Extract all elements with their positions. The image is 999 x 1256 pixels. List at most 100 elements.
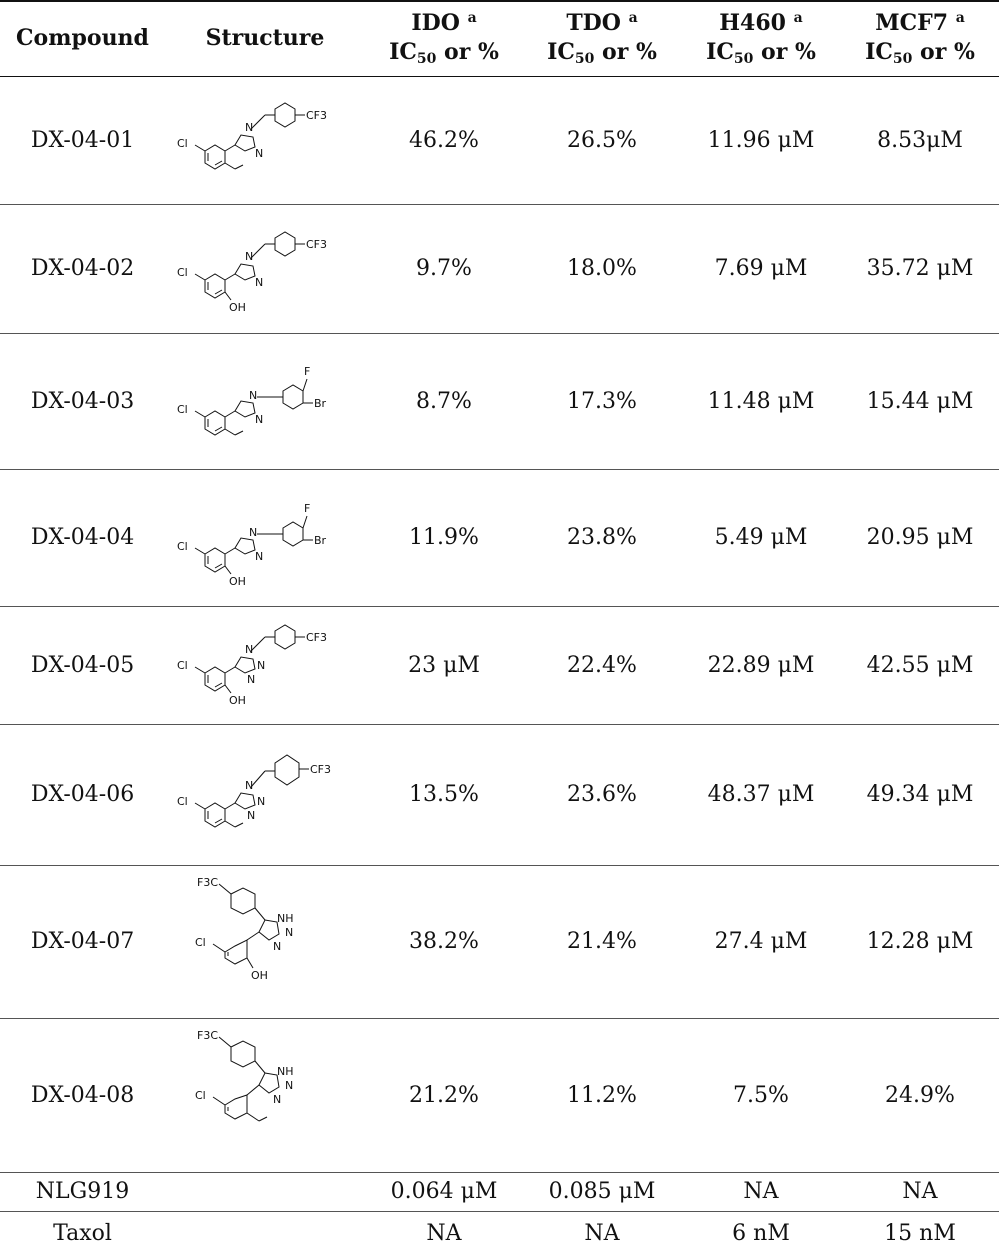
- compound-name: DX-04-02: [0, 204, 165, 334]
- mcf7-value: 15.44 μM: [841, 333, 999, 470]
- svg-text:N: N: [285, 1079, 293, 1092]
- svg-text:N: N: [255, 413, 263, 426]
- mcf7-value: 8.53μM: [841, 76, 999, 205]
- svg-text:N: N: [245, 779, 253, 792]
- svg-text:N: N: [255, 550, 263, 563]
- header-compound: Compound: [0, 0, 165, 77]
- tdo-value: 17.3%: [523, 333, 681, 470]
- compound-name: DX-04-04: [0, 469, 165, 607]
- h460-value: 22.89 μM: [681, 606, 841, 725]
- table-row: DX-04-08 F3C NH N N Cl: [0, 1018, 999, 1173]
- table-row: DX-04-03 Cl N N F: [0, 333, 999, 470]
- svg-text:N: N: [247, 673, 255, 686]
- structure-drawing: F3C NH N N Cl: [165, 1018, 365, 1173]
- table-row: DX-04-05 Cl OH N N N: [0, 606, 999, 725]
- svg-text:N: N: [257, 795, 265, 808]
- header-ido: IDO a IC50 or %: [365, 0, 523, 77]
- ido-value: 11.9%: [365, 469, 523, 607]
- header-mcf7: MCF7 a IC50 or %: [841, 0, 999, 77]
- svg-text:F3C: F3C: [197, 876, 218, 889]
- tdo-value: 23.6%: [523, 724, 681, 866]
- compound-name: NLG919: [0, 1172, 165, 1212]
- svg-text:Cl: Cl: [177, 540, 188, 553]
- mcf7-value: 35.72 μM: [841, 204, 999, 334]
- structure-drawing: Cl OH N N F Br: [165, 469, 365, 607]
- structure-drawing: Cl OH N N CF3: [165, 204, 365, 334]
- tdo-value: 21.4%: [523, 865, 681, 1019]
- header-h460: H460 a IC50 or %: [681, 0, 841, 77]
- svg-text:Br: Br: [314, 534, 327, 547]
- svg-text:CF3: CF3: [306, 238, 327, 251]
- ido-value: 46.2%: [365, 76, 523, 205]
- h460-value: 7.5%: [681, 1018, 841, 1173]
- tdo-value: 22.4%: [523, 606, 681, 725]
- mcf7-value: NA: [841, 1172, 999, 1212]
- svg-text:OH: OH: [229, 575, 246, 588]
- structure-drawing: Cl N N CF3: [165, 76, 365, 205]
- mcf7-value: 20.95 μM: [841, 469, 999, 607]
- svg-text:N: N: [249, 526, 257, 539]
- compound-name: DX-04-03: [0, 333, 165, 470]
- ido-value: 23 μM: [365, 606, 523, 725]
- structure-drawing: Cl N N F Br: [165, 333, 365, 470]
- svg-text:N: N: [255, 276, 263, 289]
- svg-text:N: N: [245, 250, 253, 263]
- table-row: DX-04-02 Cl OH N N CF3: [0, 204, 999, 334]
- tdo-value: 23.8%: [523, 469, 681, 607]
- mcf7-value: 24.9%: [841, 1018, 999, 1173]
- h460-value: 11.48 μM: [681, 333, 841, 470]
- h460-value: 11.96 μM: [681, 76, 841, 205]
- tdo-value: 18.0%: [523, 204, 681, 334]
- mcf7-value: 12.28 μM: [841, 865, 999, 1019]
- compound-name: DX-04-07: [0, 865, 165, 1019]
- svg-text:CF3: CF3: [310, 763, 331, 776]
- mcf7-value: 42.55 μM: [841, 606, 999, 725]
- svg-text:Cl: Cl: [177, 137, 188, 150]
- svg-text:N: N: [273, 1093, 281, 1106]
- svg-text:Cl: Cl: [195, 1089, 206, 1102]
- svg-text:OH: OH: [229, 694, 246, 707]
- structure-drawing: Cl OH N N N CF3: [165, 606, 365, 725]
- svg-text:N: N: [285, 926, 293, 939]
- ido-value: 0.064 μM: [365, 1172, 523, 1212]
- h460-value: NA: [681, 1172, 841, 1212]
- svg-text:CF3: CF3: [306, 631, 327, 644]
- ido-value: 13.5%: [365, 724, 523, 866]
- h460-value: 27.4 μM: [681, 865, 841, 1019]
- table-row: DX-04-04 Cl OH N N F: [0, 469, 999, 607]
- svg-text:OH: OH: [229, 301, 246, 314]
- ido-value: 9.7%: [365, 204, 523, 334]
- svg-text:N: N: [245, 643, 253, 656]
- svg-text:N: N: [245, 121, 253, 134]
- h460-value: 48.37 μM: [681, 724, 841, 866]
- ido-value: 38.2%: [365, 865, 523, 1019]
- h460-value: 7.69 μM: [681, 204, 841, 334]
- svg-text:CF3: CF3: [306, 109, 327, 122]
- table-row: DX-04-07 F3C NH N N Cl OH: [0, 865, 999, 1019]
- compound-name: DX-04-06: [0, 724, 165, 866]
- svg-text:N: N: [249, 389, 257, 402]
- svg-text:F: F: [304, 365, 310, 378]
- compound-name: DX-04-01: [0, 76, 165, 205]
- svg-text:OH: OH: [251, 969, 268, 982]
- tdo-value: 26.5%: [523, 76, 681, 205]
- table-row: DX-04-06 Cl N N N CF3: [0, 724, 999, 866]
- svg-text:N: N: [255, 147, 263, 160]
- structure-empty: [165, 1172, 365, 1212]
- tdo-value: 0.085 μM: [523, 1172, 681, 1212]
- mcf7-value: 49.34 μM: [841, 724, 999, 866]
- svg-text:Cl: Cl: [177, 659, 188, 672]
- svg-text:NH: NH: [277, 912, 294, 925]
- ido-value: 8.7%: [365, 333, 523, 470]
- table-header: Compound Structure IDO a IC50 or % TDO a…: [0, 0, 999, 77]
- compound-name: DX-04-05: [0, 606, 165, 725]
- svg-text:N: N: [257, 659, 265, 672]
- compound-name: DX-04-08: [0, 1018, 165, 1173]
- svg-text:N: N: [273, 940, 281, 953]
- tdo-value: 11.2%: [523, 1018, 681, 1173]
- structure-drawing: F3C NH N N Cl OH: [165, 865, 365, 1019]
- svg-text:Cl: Cl: [177, 795, 188, 808]
- svg-text:F: F: [304, 502, 310, 515]
